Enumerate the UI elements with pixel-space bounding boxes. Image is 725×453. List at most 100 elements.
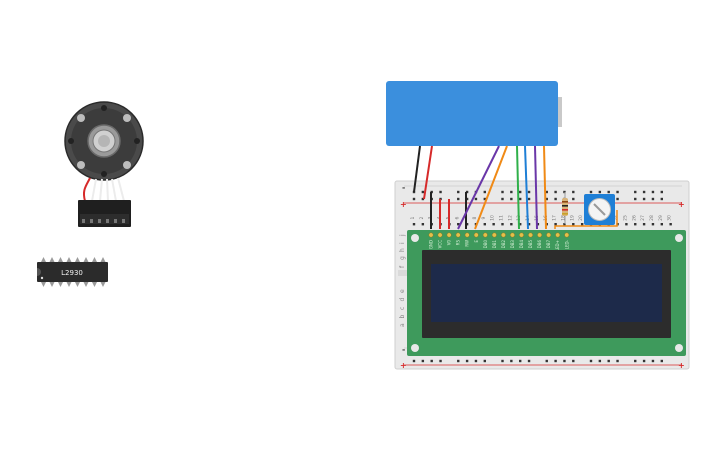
rail-hole[interactable] [421, 197, 425, 201]
rail-hole[interactable] [527, 359, 531, 363]
rail-hole[interactable] [474, 359, 478, 363]
wire-rs[interactable] [457, 145, 500, 230]
lcd-pin[interactable] [437, 232, 443, 238]
rotary-encoder[interactable] [64, 101, 144, 227]
grid-hole[interactable] [519, 223, 522, 226]
grid-hole[interactable] [457, 223, 460, 226]
rail-hole[interactable] [642, 197, 646, 201]
rail-hole[interactable] [545, 190, 548, 194]
rail-hole[interactable] [598, 359, 602, 363]
grid-hole[interactable] [465, 223, 469, 226]
rail-hole[interactable] [510, 190, 513, 194]
rail-hole[interactable] [465, 359, 469, 363]
grid-hole[interactable] [421, 223, 425, 226]
rail-hole[interactable] [510, 359, 513, 363]
lcd-pin[interactable] [564, 232, 570, 238]
rail-hole[interactable] [554, 190, 557, 194]
lcd-pin[interactable] [555, 232, 561, 238]
rail-hole[interactable] [616, 359, 619, 363]
rail-hole[interactable] [598, 190, 602, 194]
rail-hole[interactable] [527, 190, 531, 194]
grid-hole[interactable] [572, 223, 575, 226]
l2930-chip[interactable]: L2930 [37, 257, 108, 287]
rail-hole[interactable] [563, 359, 566, 363]
grid-hole[interactable] [642, 223, 646, 226]
rail-hole[interactable] [660, 359, 663, 363]
rail-hole[interactable] [607, 359, 610, 363]
rail-hole[interactable] [660, 190, 663, 194]
rail-hole[interactable] [430, 359, 433, 363]
lcd-pin[interactable] [428, 232, 434, 238]
grid-hole[interactable] [660, 223, 663, 226]
rail-hole[interactable] [651, 197, 655, 201]
rail-hole[interactable] [651, 190, 655, 194]
lcd-pin[interactable] [528, 232, 533, 238]
rail-hole[interactable] [642, 359, 646, 363]
rail-hole[interactable] [457, 190, 460, 194]
rail-hole[interactable] [439, 190, 442, 194]
rail-hole[interactable] [412, 359, 416, 363]
rail-hole[interactable] [545, 359, 548, 363]
rail-hole[interactable] [572, 197, 575, 201]
rail-hole[interactable] [572, 359, 575, 363]
grid-hole[interactable] [669, 223, 672, 226]
rail-hole[interactable] [501, 197, 504, 201]
lcd-pin[interactable] [455, 232, 461, 238]
grid-hole[interactable] [501, 223, 504, 226]
rail-hole[interactable] [554, 197, 557, 201]
rail-hole[interactable] [660, 197, 663, 201]
rail-hole[interactable] [616, 190, 619, 194]
rail-hole[interactable] [483, 197, 486, 201]
rail-hole[interactable] [501, 359, 504, 363]
lcd-pin[interactable] [500, 232, 506, 238]
grid-hole[interactable] [554, 223, 557, 226]
lcd-pin[interactable] [473, 232, 479, 238]
rail-hole[interactable] [421, 190, 425, 194]
rail-hole[interactable] [412, 197, 416, 201]
rail-hole[interactable] [519, 359, 522, 363]
rail-hole[interactable] [421, 359, 425, 363]
lcd-pin[interactable] [446, 232, 452, 238]
rail-hole[interactable] [651, 359, 655, 363]
potentiometer[interactable] [584, 194, 615, 225]
grid-hole[interactable] [412, 223, 416, 226]
rail-hole[interactable] [616, 197, 619, 201]
grid-hole[interactable] [492, 223, 495, 226]
rail-hole[interactable] [589, 359, 593, 363]
wire-db6[interactable] [534, 145, 538, 230]
lcd-pin[interactable] [537, 232, 543, 238]
rail-hole[interactable] [642, 190, 646, 194]
wire-battery-positive[interactable] [423, 145, 433, 200]
rail-hole[interactable] [554, 359, 557, 363]
lcd-pin[interactable] [464, 232, 470, 238]
rail-hole[interactable] [634, 359, 637, 363]
grid-hole[interactable] [651, 223, 655, 226]
lcd-pin[interactable] [482, 232, 488, 238]
lcd-pin[interactable] [491, 232, 497, 238]
rail-hole[interactable] [572, 190, 575, 194]
rail-hole[interactable] [519, 197, 522, 201]
rail-hole[interactable] [457, 359, 460, 363]
rail-hole[interactable] [465, 190, 469, 194]
rail-hole[interactable] [545, 197, 548, 201]
rail-hole[interactable] [634, 197, 637, 201]
rail-hole[interactable] [501, 190, 504, 194]
grid-hole[interactable] [563, 223, 566, 226]
rail-hole[interactable] [439, 359, 442, 363]
wire-contrast[interactable] [554, 210, 618, 229]
rail-hole[interactable] [483, 190, 486, 194]
rail-hole[interactable] [607, 190, 610, 194]
wire-db4[interactable] [516, 145, 520, 230]
battery-pack[interactable] [386, 81, 562, 146]
rail-hole[interactable] [519, 190, 522, 194]
wire-enable[interactable] [474, 145, 508, 230]
lcd-pin[interactable] [519, 232, 524, 238]
wire-battery-negative[interactable] [413, 145, 421, 193]
rail-hole[interactable] [527, 197, 531, 201]
lcd-pin[interactable] [510, 232, 515, 238]
rail-hole[interactable] [474, 197, 478, 201]
rail-hole[interactable] [483, 359, 486, 363]
rail-hole[interactable] [465, 197, 469, 201]
lcd-pin[interactable] [546, 232, 552, 238]
